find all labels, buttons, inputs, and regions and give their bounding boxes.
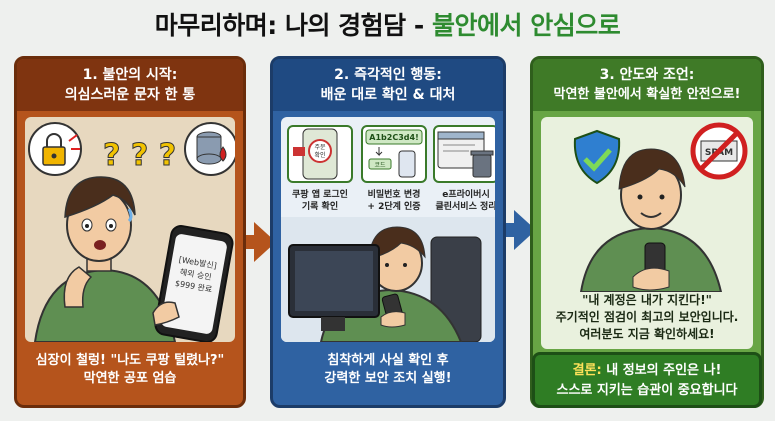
trash-icon bbox=[437, 131, 494, 178]
panel-action: 2. 즉각적인 행동: 배운 대로 확인 & 대처 주문 확인 쿠팡 앱 로그인… bbox=[270, 56, 506, 408]
panel1-illustration: ? ? ? bbox=[25, 117, 235, 342]
panel1-footer-line1: 심장이 철렁! "나도 쿠팡 털렸나?" bbox=[35, 353, 225, 368]
conclusion-line1: 내 정보의 주인은 나! bbox=[601, 363, 722, 378]
confident-person bbox=[579, 148, 723, 293]
password-icon: A1b2C3d4! 코드 bbox=[365, 129, 423, 178]
quote-line3: 여러분도 지금 확인하세요! bbox=[579, 327, 715, 341]
panel2-illustration: 주문 확인 쿠팡 앱 로그인 기록 확인 A1b2C3d4! 코드 비밀번호 변… bbox=[281, 117, 495, 342]
card1-caption-line2: 기록 확인 bbox=[301, 202, 339, 212]
panel3-illustration: SPAM "내 계정은 내가 지킨다!" 주기적인 점검이 최고의 보안입니다.… bbox=[541, 117, 753, 349]
database-icon bbox=[196, 131, 227, 165]
panel2-footer: 침착하게 사실 확인 후 강력한 보안 조치 실행! bbox=[281, 343, 495, 397]
panel1-footer: 심장이 철렁! "나도 쿠팡 털렸나?" 막연한 공포 엄습 bbox=[25, 343, 235, 397]
panel2-footer-line1: 침착하게 사실 확인 후 bbox=[327, 353, 449, 368]
conclusion-box: 결론: 내 정보의 주인은 나! 스스로 지키는 습관이 중요합니다 bbox=[532, 352, 762, 408]
panel2-footer-line2: 강력한 보안 조치 실행! bbox=[324, 371, 452, 386]
card1-caption-line1: 쿠팡 앱 로그인 bbox=[292, 190, 348, 200]
quote-line1: "내 계정은 내가 지킨다!" bbox=[582, 293, 712, 307]
card2-caption-line2: + 2단계 인증 bbox=[367, 202, 421, 212]
conclusion-line2: 스스로 지키는 습관이 중요합니다 bbox=[556, 383, 738, 398]
arrow-2-stem bbox=[506, 223, 516, 237]
card2-caption-line1: 비밀번호 변경 bbox=[367, 190, 421, 200]
card1-text-line2: 확인 bbox=[314, 151, 325, 159]
card1-text-line1: 주문 bbox=[314, 144, 326, 151]
panel1-footer-line2: 막연한 공포 엄습 bbox=[83, 371, 177, 386]
title-main: 마무리하며: 나의 경험담 - bbox=[154, 11, 432, 40]
title-highlight: 불안에서 안심으로 bbox=[431, 11, 621, 40]
panel1-heading: 1. 불안의 시작: 의심스러운 문자 한 통 bbox=[17, 59, 243, 111]
otp-chip: 코드 bbox=[374, 162, 386, 169]
lock-icon bbox=[42, 133, 80, 166]
no-spam-icon: SPAM bbox=[690, 122, 748, 180]
card1-caption: 쿠팡 앱 로그인 기록 확인 bbox=[282, 189, 358, 213]
confident-person-illustration: SPAM bbox=[573, 122, 748, 293]
panel2-heading-line2: 배운 대로 확인 & 대처 bbox=[320, 87, 456, 103]
card2-caption: 비밀번호 변경 + 2단계 인증 bbox=[356, 189, 432, 213]
card3-caption-line2: 클린서비스 정리 bbox=[435, 202, 495, 212]
panel-relief: 3. 안도와 조언: 막연한 불안에서 확실한 안전으로! SPAM bbox=[530, 56, 764, 408]
password-code: A1b2C3d4! bbox=[369, 133, 418, 142]
phone-app-icon: 주문 확인 bbox=[293, 128, 338, 180]
conclusion-label: 결론: bbox=[572, 363, 602, 378]
worried-person-illustration: ? ? ? bbox=[28, 122, 235, 342]
panel2-heading-line1: 2. 즉각적인 행동: bbox=[334, 67, 442, 83]
panel1-heading-line2: 의심스러운 문자 한 통 bbox=[64, 87, 196, 103]
panel3-heading-line1: 3. 안도와 조언: bbox=[599, 67, 695, 83]
shield-icon bbox=[573, 129, 621, 185]
phone-illustration: [Web발신] 해외 승인 $999 완료 bbox=[152, 225, 234, 342]
panel1-heading-line1: 1. 불안의 시작: bbox=[82, 67, 178, 83]
advice-quote: "내 계정은 내가 지킨다!" 주기적인 점검이 최고의 보안입니다. 여러분도… bbox=[551, 292, 743, 343]
password-change-card: A1b2C3d4! 코드 bbox=[361, 125, 427, 183]
worried-person bbox=[33, 176, 177, 342]
panel-anxiety: 1. 불안의 시작: 의심스러운 문자 한 통 ? ? ? bbox=[14, 56, 246, 408]
page-title: 마무리하며: 나의 경험담 - 불안에서 안심으로 bbox=[0, 6, 775, 46]
arrow-1-stem bbox=[246, 235, 256, 249]
question-marks: ? ? ? bbox=[103, 138, 176, 173]
panel3-heading: 3. 안도와 조언: 막연한 불안에서 확실한 안전으로! bbox=[533, 59, 761, 111]
card3-caption: e프라이버시 클린서비스 정리 bbox=[428, 189, 495, 213]
person-at-computer bbox=[281, 217, 495, 342]
app-login-card: 주문 확인 bbox=[287, 125, 353, 183]
panel3-heading-line2: 막연한 불안에서 확실한 안전으로! bbox=[553, 87, 741, 102]
card3-caption-line1: e프라이버시 bbox=[442, 190, 490, 200]
privacy-clean-card bbox=[433, 125, 495, 183]
panel2-heading: 2. 즉각적인 행동: 배운 대로 확인 & 대처 bbox=[273, 59, 503, 111]
quote-line2: 주기적인 점검이 최고의 보안입니다. bbox=[555, 310, 739, 324]
